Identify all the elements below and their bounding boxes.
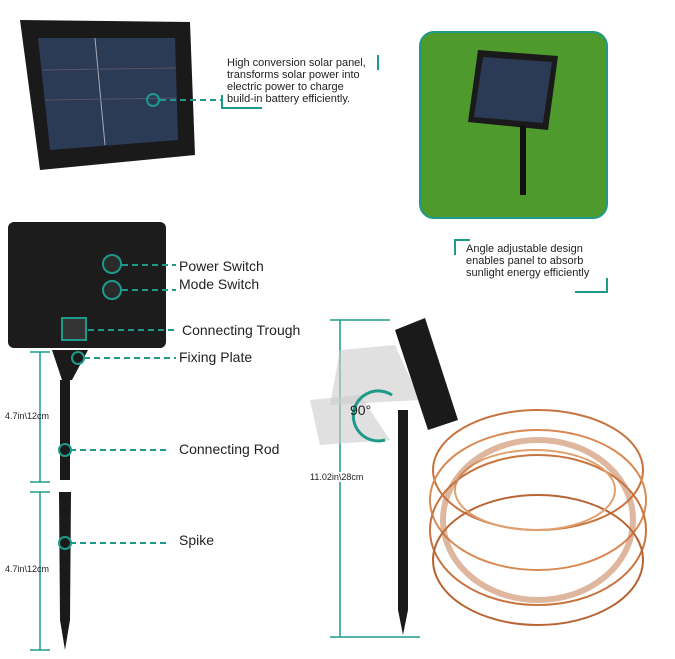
copper-wire-coil bbox=[429, 409, 647, 626]
battery-box bbox=[8, 222, 166, 348]
angle-note: Angle adjustable design enables panel to… bbox=[466, 243, 589, 279]
power-switch-label: Power Switch bbox=[179, 258, 264, 274]
angle-label: 90° bbox=[350, 402, 372, 418]
note-line: electric power to charge bbox=[227, 81, 344, 93]
note-line: enables panel to absorb bbox=[466, 255, 584, 267]
grass-photo bbox=[419, 31, 608, 219]
note-line: transforms solar power into bbox=[227, 69, 360, 81]
rod-length: 4.7in\12cm bbox=[5, 411, 50, 421]
note-line: High conversion solar panel, bbox=[227, 57, 366, 69]
fixing-plate-label: Fixing Plate bbox=[179, 349, 253, 365]
connecting-rod-label: Connecting Rod bbox=[179, 441, 280, 457]
spike-length: 4.7in\12cm bbox=[5, 564, 50, 574]
note-line: build-in battery efficiently. bbox=[227, 93, 351, 105]
spike-label: Spike bbox=[179, 532, 215, 548]
mode-switch-label: Mode Switch bbox=[179, 276, 260, 292]
panel-note: High conversion solar panel, transforms … bbox=[227, 57, 366, 105]
assembled-stake-image bbox=[310, 318, 458, 635]
solar-panel-image bbox=[20, 20, 222, 170]
connecting-trough-label: Connecting Trough bbox=[182, 322, 301, 338]
note-line: sunlight energy efficiently bbox=[466, 267, 590, 279]
note-line: Angle adjustable design bbox=[466, 243, 583, 255]
total-length: 11.02in\28cm bbox=[310, 472, 364, 482]
